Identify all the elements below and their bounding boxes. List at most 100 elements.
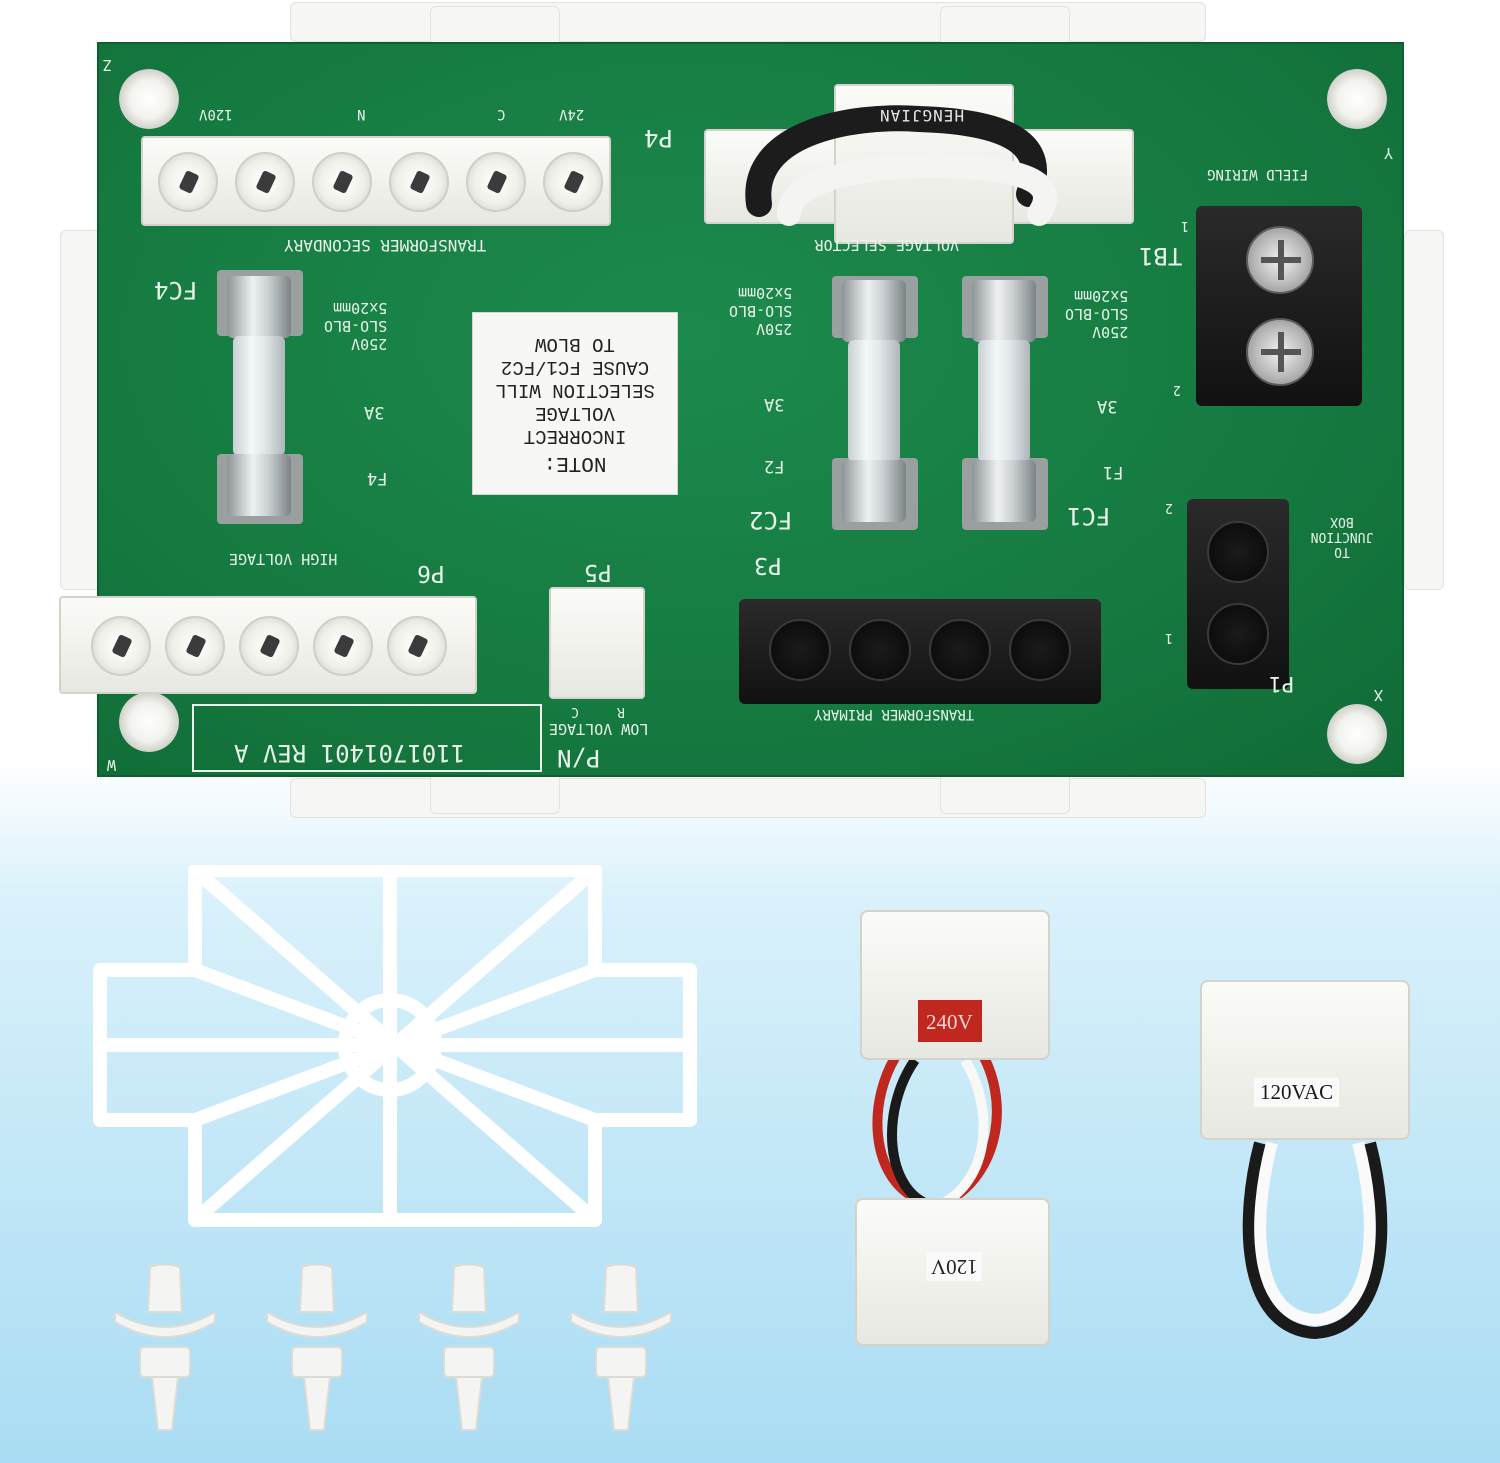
fuse-f2-spec-line-1: 250V (756, 320, 793, 338)
push-pin-4 (570, 1263, 672, 1431)
p4-pin-4 (389, 152, 449, 212)
p6-pin-5 (387, 616, 447, 676)
corner-label-w: W (107, 756, 117, 774)
p5-pin-r: R (617, 704, 625, 719)
fuse-f4-rating: 3A (364, 402, 385, 422)
note-line-4: SELECTION WILL (495, 379, 655, 401)
fuse-f4-spec-line-1: 250V (351, 335, 388, 353)
p1-name-line-2: JUNCTION (1310, 529, 1374, 544)
tb1-pin-1: 1 (1181, 218, 1189, 233)
p3-pin-4 (1009, 619, 1071, 681)
p3-ref: P3 (754, 552, 782, 578)
p1-ref: P1 (1269, 672, 1295, 696)
mount-hole-top-right (1327, 69, 1387, 129)
p6-name: HIGH VOLTAGE (229, 550, 338, 568)
mount-hole-bottom-right (1327, 704, 1387, 764)
fuse-f1-spec-line-3: 5x20mm (1074, 287, 1129, 305)
p4-pin-label-c: C (497, 106, 506, 122)
mount-hole-top-left (119, 69, 179, 129)
jumper-120vac-wires (1242, 1141, 1388, 1340)
fuse-f4-spec: 5x20mm SLO-BLO 250V (324, 299, 387, 353)
p4-name: TRANSFORMER SECONDARY (284, 236, 487, 255)
p1-pin-1 (1207, 603, 1269, 665)
fuse-f2-cap-bottom (842, 460, 906, 522)
p3-pin-2 (849, 619, 911, 681)
p4-pin-label-24v: 24V (559, 106, 585, 122)
fuse-f2-cap-top (842, 280, 906, 342)
fuse-f1-spec-line-2: SLO-BLO (1065, 305, 1129, 323)
push-pin-2 (266, 1263, 368, 1431)
p6-pin-1 (91, 616, 151, 676)
jumper-240v-top-label-bg (918, 1000, 982, 1042)
p1-name-line-3: BOX (1330, 514, 1354, 529)
voltage-selector-name: VOLTAGE SELECTOR (814, 236, 960, 254)
p6-pin-4 (313, 616, 373, 676)
fuse-f4-spec-line-3: 5x20mm (333, 299, 388, 317)
p4-pin-1 (158, 152, 218, 212)
p6-pin-2 (165, 616, 225, 676)
fuse-f1-ref: F1 (1103, 462, 1124, 482)
jumper-240v-top-label: 240V (926, 1010, 973, 1034)
circuit-board: Z Y X W P4 TRANSFORMER SECONDARY 120V N … (59, 42, 1404, 777)
note-line-6: TO BLOW (535, 333, 615, 355)
bracket-rail-left (60, 230, 100, 590)
note-line-5: CAUSE FC1/FC2 (500, 356, 650, 378)
p6-connector (59, 596, 477, 694)
p5-name: LOW VOLTAGE (549, 720, 649, 738)
fuse-f4-cap-bottom (227, 454, 291, 516)
fuse-f1-cap-top (972, 280, 1036, 342)
jumper-120vac-plug: 120VAC (1200, 980, 1410, 1140)
fuse-f4-holder: FC4 (154, 276, 198, 304)
tb1-screw-2 (1246, 318, 1314, 386)
bracket-tab-bottom-left (430, 770, 560, 814)
p1-name-line-1: TO (1334, 544, 1350, 559)
tb1-pin-2: 2 (1173, 382, 1181, 397)
push-pin-1 (114, 1263, 216, 1431)
fuse-f4-spec-line-2: SLO-BLO (324, 317, 388, 335)
bracket-rail-right (1404, 230, 1444, 590)
p3-pin-1 (769, 619, 831, 681)
jumper-240v-top-plug: 240V (860, 910, 1050, 1060)
jumper-120vac-label: 120VAC (1254, 1078, 1340, 1107)
mount-hole-bottom-left (119, 692, 179, 752)
corner-label-z: Z (103, 56, 113, 74)
fuse-f4-glass (233, 336, 285, 456)
fuse-f1-cap-bottom (972, 460, 1036, 522)
voltage-warning-note: NOTE: INCORRECT VOLTAGE SELECTION WILL C… (472, 312, 678, 495)
jumper-240v-bottom-label: 120V (927, 1252, 982, 1281)
push-pin-3 (418, 1263, 520, 1431)
part-code: 1101701401 REV A (234, 739, 466, 767)
p5-pin-c: C (571, 704, 579, 719)
p4-pin-3 (312, 152, 372, 212)
fuse-f2-ref: F2 (764, 456, 785, 476)
p4-connector (141, 136, 611, 226)
note-line-1: NOTE: (543, 451, 607, 474)
p4-pin-label-120v: 120V (199, 106, 233, 122)
tb1-screw-1 (1246, 226, 1314, 294)
fuse-f1-holder: FC1 (1067, 502, 1111, 530)
p5-ref: P5 (584, 559, 612, 585)
p4-ref: P4 (644, 124, 673, 152)
fuse-f2-spec-line-2: SLO-BLO (729, 302, 793, 320)
note-line-3: VOLTAGE (535, 402, 615, 424)
fuse-f1-rating: 3A (1097, 396, 1118, 416)
p3-name: TRANSFORMER PRIMARY (814, 706, 975, 722)
p1-pin-2 (1207, 521, 1269, 583)
tb1-name: FIELD WIRING (1207, 166, 1309, 182)
p4-pin-2 (235, 152, 295, 212)
p6-ref: P6 (417, 560, 445, 586)
part-number-label: P/N (557, 744, 601, 772)
p1-pin-2-label: 2 (1165, 500, 1173, 515)
p4-pin-label-n: N (357, 106, 366, 122)
p4-pin-6 (543, 152, 603, 212)
part-number-box (192, 704, 542, 772)
fuse-f1-spec: 5x20mm SLO-BLO 250V (1065, 287, 1128, 341)
corner-label-x: X (1374, 686, 1384, 704)
selector-jumper-wires (745, 105, 1057, 226)
fuse-f2-holder: FC2 (749, 506, 793, 534)
fuse-f4-cap-top (227, 276, 291, 338)
p5-connector (549, 587, 645, 699)
fuse-f2-rating: 3A (764, 394, 785, 414)
p3-pin-3 (929, 619, 991, 681)
tb1-terminal-block (1196, 206, 1362, 406)
